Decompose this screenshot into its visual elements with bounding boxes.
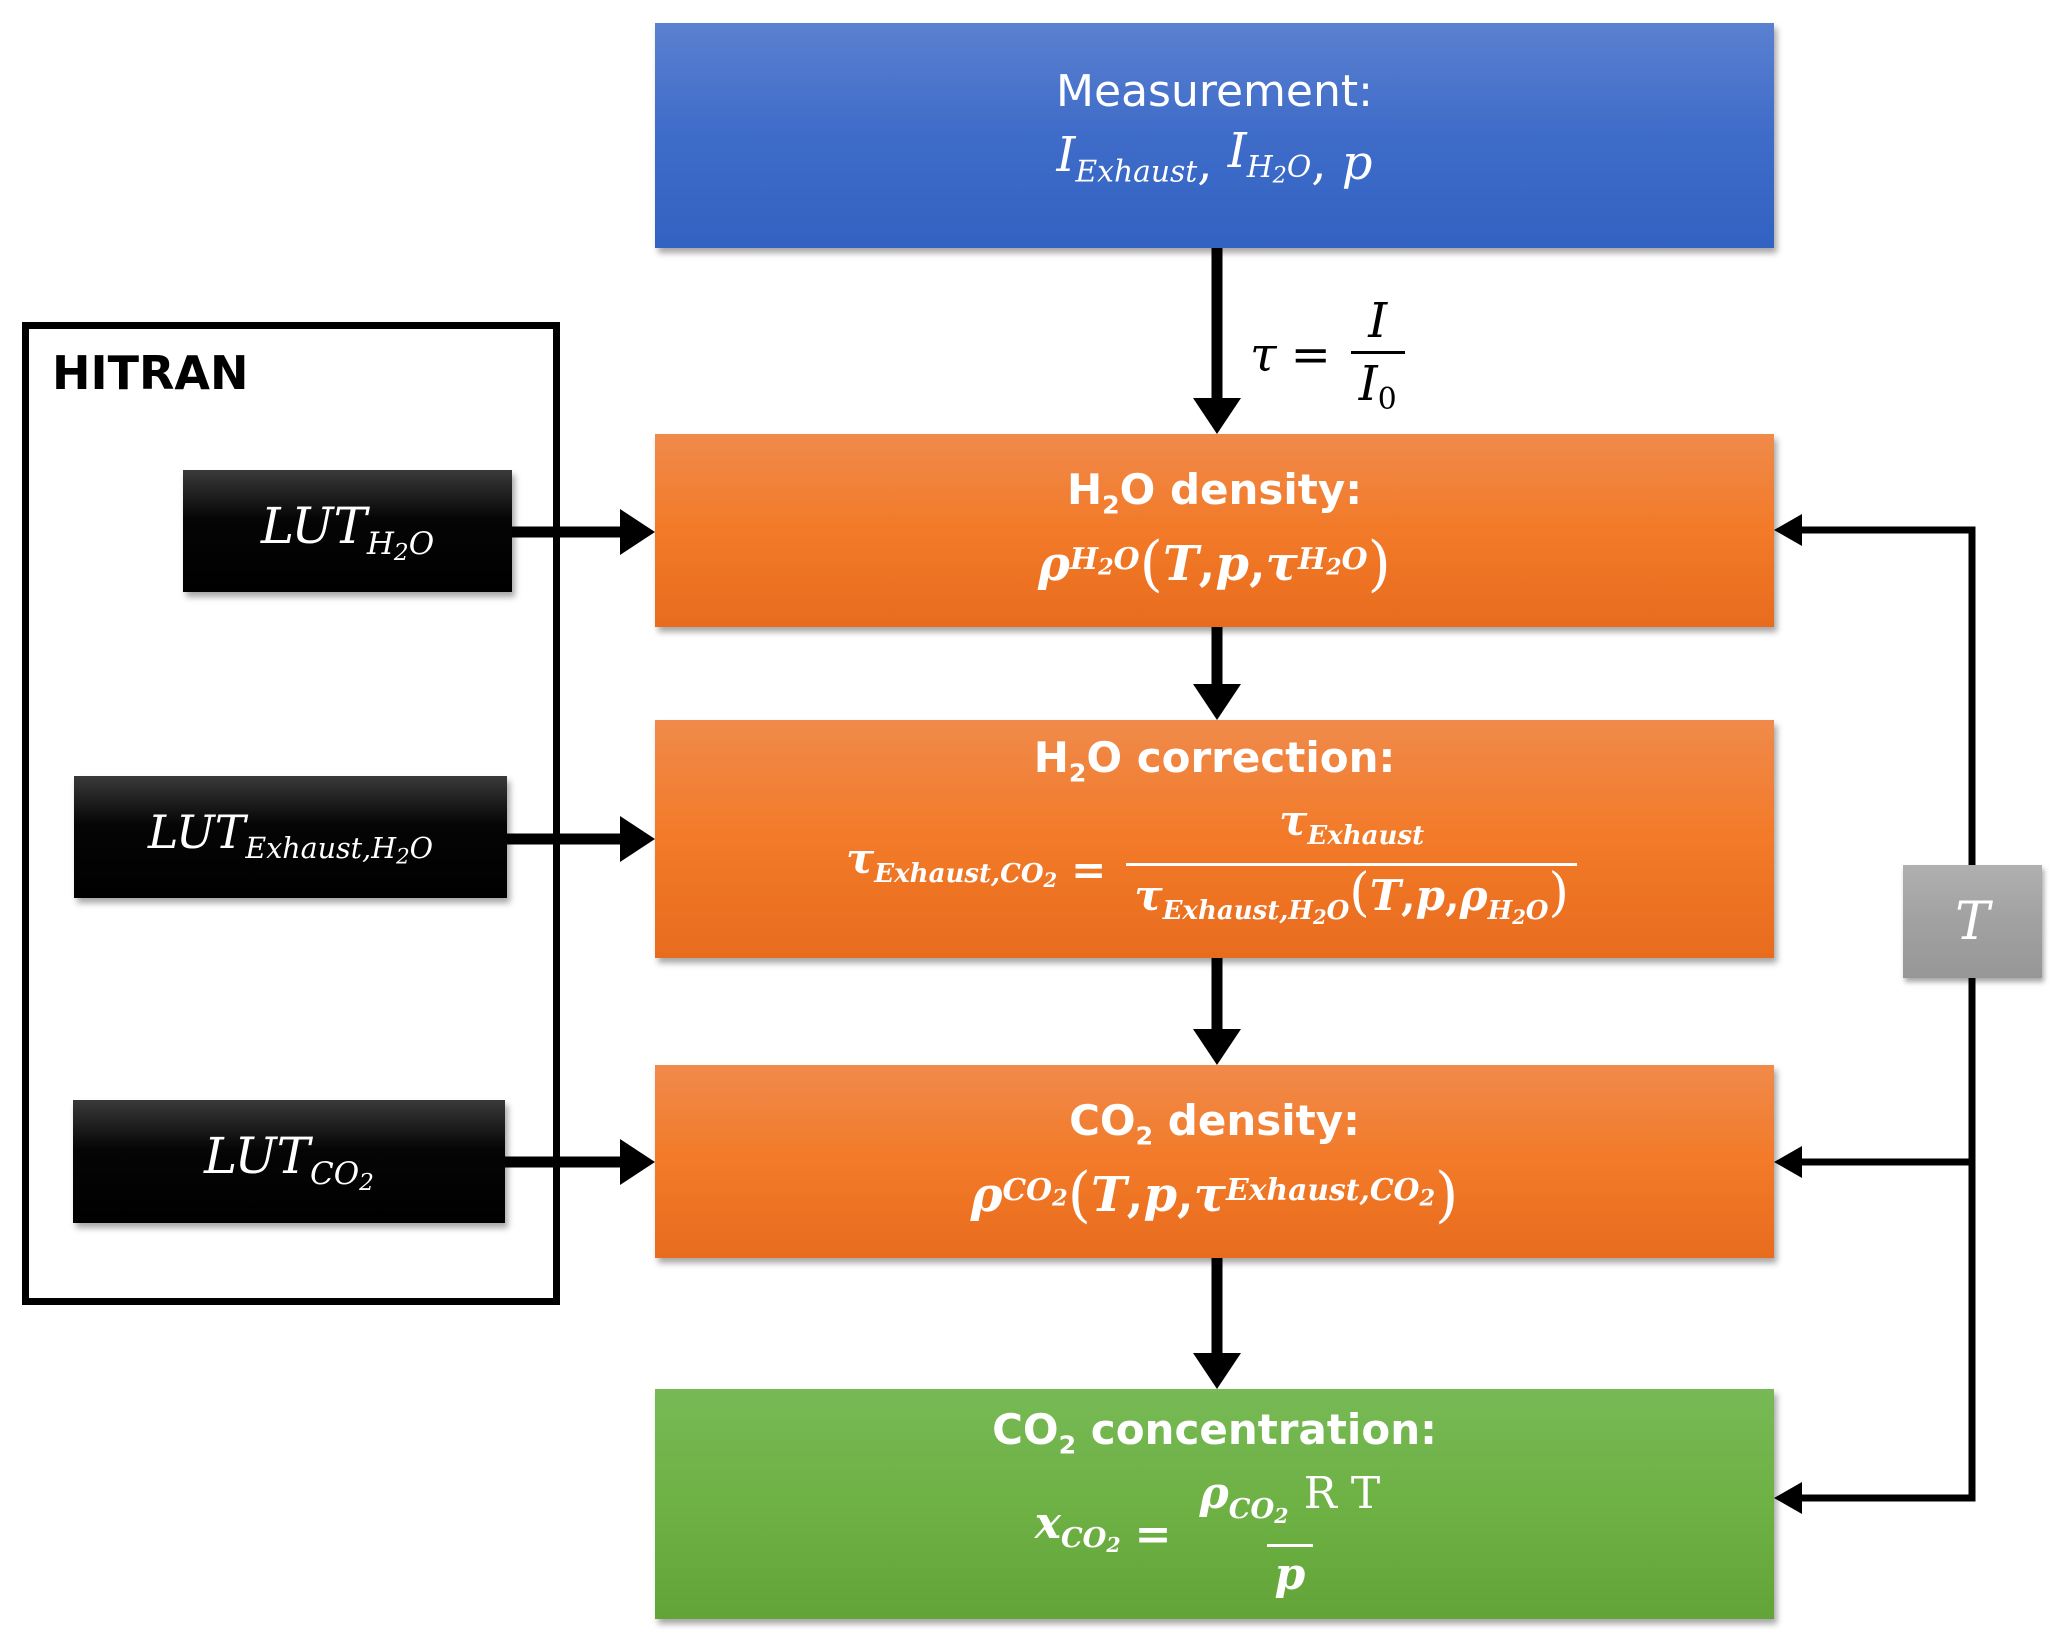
arrow-temperature-to-concentration	[1774, 1482, 1802, 1514]
co2-concentration-formula: xCO2 = ρCO2 R T p	[1034, 1468, 1381, 1601]
co2-density-title: CO2 density:	[1069, 1096, 1360, 1151]
lut-co2: LUTCO2	[73, 1100, 505, 1223]
arrow-correction-to-co2-density	[1193, 958, 1241, 1065]
h2o-correction-formula: τExhaust,CO2 = τExhaust τExhaust,H2O(T,p…	[846, 796, 1583, 943]
arrow-temperature-to-h2o-density	[1774, 514, 1802, 546]
h2o-correction-box: H2O correction: τExhaust,CO2 = τExhaust …	[655, 720, 1774, 958]
measurement-box: Measurement: IExhaust , IH2O , p	[655, 23, 1774, 248]
lut-exhaust-h2o: LUTExhaust,H2O	[74, 776, 507, 898]
hitran-label: HITRAN	[52, 346, 249, 400]
co2-concentration-box: CO2 concentration: xCO2 = ρCO2 R T p	[655, 1389, 1774, 1619]
arrow-co2-density-to-concentration	[1193, 1258, 1241, 1389]
hitran-group	[22, 322, 560, 1305]
arrow-h2o-density-to-correction	[1193, 627, 1241, 720]
intensity-exhaust: IExhaust	[1056, 126, 1198, 190]
arrow-measurement-to-h2o-density	[1193, 248, 1241, 434]
h2o-correction-title: H2O correction:	[1033, 732, 1396, 788]
lut-h2o: LUTH2O	[183, 470, 512, 592]
arrow-lut-exhaust-to-correction	[507, 816, 655, 862]
temperature-feedback-line	[1800, 526, 1976, 1502]
measurement-variables: IExhaust , IH2O , p	[1056, 122, 1372, 205]
temperature-label: T	[1955, 891, 1990, 952]
h2o-density-title: H2O density:	[1066, 465, 1363, 520]
transmission-formula: τ = I I0	[1250, 280, 1411, 430]
co2-concentration-title: CO2 concentration:	[992, 1404, 1437, 1460]
temperature-node: T	[1903, 865, 2042, 978]
arrow-lut-co2-to-co2-density	[505, 1139, 655, 1185]
measurement-title: Measurement:	[1056, 66, 1373, 117]
intensity-h2o: IH2O	[1227, 123, 1312, 189]
arrow-lut-h2o-to-h2o-density	[512, 509, 655, 555]
pressure: p	[1341, 135, 1373, 192]
arrow-temperature-to-co2-density	[1774, 1146, 1802, 1178]
